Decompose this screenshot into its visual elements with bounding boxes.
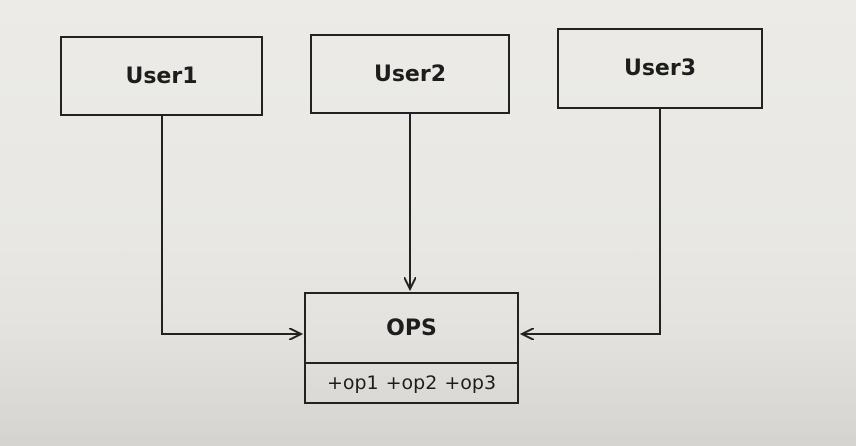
user2-box: User2 [310,34,510,114]
ops-class-name: OPS [386,315,437,341]
user1-label: User1 [125,63,198,89]
ops-operations-compartment: +op1 +op2 +op3 [306,362,517,402]
user1-box: User1 [60,36,263,116]
connector-user3-to-ops [522,109,661,334]
user3-box: User3 [557,28,763,109]
ops-operation-op3: +op3 [444,372,497,394]
ops-class-box: OPS +op1 +op2 +op3 [304,292,519,404]
ops-operation-op1: +op1 [326,372,379,394]
connector-user1-to-ops [161,116,301,334]
user2-label: User2 [373,61,447,87]
ops-operation-op2: +op2 [385,372,438,394]
user3-label: User3 [623,56,697,81]
